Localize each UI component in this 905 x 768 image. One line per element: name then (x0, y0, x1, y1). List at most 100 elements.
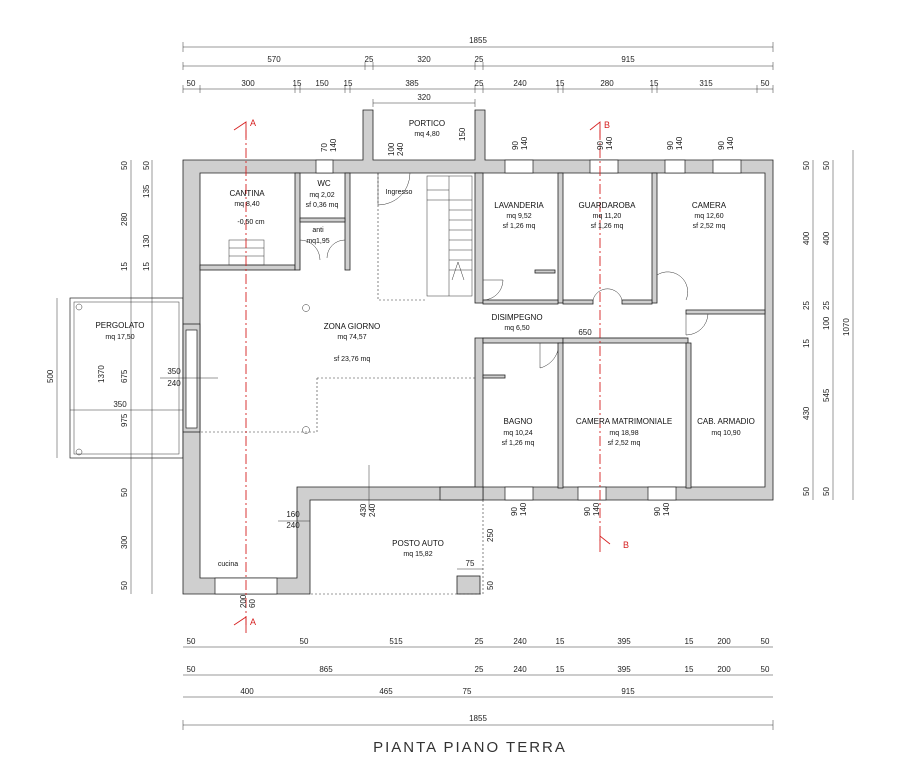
dim-bot1-0: 50 (187, 637, 196, 646)
cucina-name: cucina (218, 561, 238, 568)
dim-zona-side-b: 240 (167, 379, 181, 388)
anti-name: anti (312, 227, 324, 234)
dim-left1-3: 1370 (97, 365, 106, 383)
dim-right1-1: 400 (802, 231, 811, 245)
portico-mq: mq 4,80 (414, 131, 439, 138)
dim-bot2-5: 395 (617, 665, 631, 674)
dim-guard-win-a: 90 (596, 141, 605, 150)
section-lines: A A B B (233, 118, 629, 633)
cantina-mq: mq 8,40 (234, 201, 259, 208)
dim-bot1-8: 200 (717, 637, 731, 646)
dim-left1-2: 15 (120, 262, 129, 271)
dim-top-r2-0: 570 (267, 55, 281, 64)
portico-name: PORTICO (409, 119, 445, 128)
dim-right2-1: 400 (822, 231, 831, 245)
dim-top-r3-9: 280 (600, 79, 614, 88)
dim-matr-win1-b: 140 (592, 502, 601, 516)
dim-cam2-win-b: 140 (726, 136, 735, 150)
bagno-mq: mq 10,24 (503, 430, 532, 437)
column-marker-1 (302, 304, 310, 312)
dim-bot2-1: 865 (319, 665, 333, 674)
dim-left2-4: 675 (120, 369, 129, 383)
dim-top-r3-4: 15 (344, 79, 353, 88)
dim-bot1-3: 25 (475, 637, 484, 646)
dim-right1-5: 50 (802, 487, 811, 496)
dim-matr-win2-a: 90 (653, 507, 662, 516)
matrimoniale-sf: sf 2,52 mq (608, 440, 641, 447)
guardaroba-name: GUARDAROBA (579, 201, 637, 210)
walls (182, 109, 774, 595)
dim-right1-4: 430 (802, 406, 811, 420)
section-b-bottom: B (623, 540, 629, 550)
stairs (228, 175, 473, 297)
dim-left1-0: 50 (120, 161, 129, 170)
section-a-top: A (250, 118, 256, 128)
opening-dimensions-horizontal: 350 240 160 240 650 75 (160, 328, 686, 570)
lavanderia-name: LAVANDERIA (494, 201, 544, 210)
dim-left1-5: 50 (120, 488, 129, 497)
matrimoniale-mq: mq 18,98 (609, 430, 638, 437)
cantina-name: CANTINA (229, 189, 265, 198)
dim-left2-2: 130 (142, 234, 151, 248)
dim-bot2-4: 15 (556, 665, 565, 674)
dim-guard-win-b: 140 (605, 136, 614, 150)
dim-right1-0: 50 (802, 161, 811, 170)
camera-sf: sf 2,52 mq (693, 223, 726, 230)
lavanderia-mq: mq 9,52 (506, 213, 531, 220)
zona-giorno-mq: mq 74,57 (337, 334, 366, 341)
dim-cucina-win-b: 60 (248, 599, 257, 608)
dim-zona-bottom-b: 240 (286, 521, 300, 530)
dim-left2-3: 15 (142, 262, 151, 271)
bagno-name: BAGNO (504, 417, 533, 426)
dim-posto-small2: 50 (486, 581, 495, 590)
dim-bot2-0: 50 (187, 665, 196, 674)
dim-bot1-7: 15 (685, 637, 694, 646)
camera-name: CAMERA (692, 201, 727, 210)
dim-bot2-7: 200 (717, 665, 731, 674)
dim-disimp-len: 650 (578, 328, 592, 337)
dim-top-r3-8: 15 (556, 79, 565, 88)
dim-matr-win1-a: 90 (583, 507, 592, 516)
top-dimensions: 1855 570 25 320 25 915 50 300 15 150 15 … (182, 36, 774, 107)
dim-bot3-2: 75 (463, 687, 472, 696)
dim-left1-7: 50 (120, 581, 129, 590)
dim-posto-small: 75 (466, 559, 475, 568)
dim-top-r3-7: 240 (513, 79, 527, 88)
dim-left1-6: 300 (120, 535, 129, 549)
bottom-dimensions: 50 50 515 25 240 15 395 15 200 50 50 865… (182, 637, 774, 730)
dim-bot2-6: 15 (685, 665, 694, 674)
dim-posto-depth: 250 (486, 528, 495, 542)
dim-cantina-win-b: 140 (329, 138, 338, 152)
windows (185, 159, 742, 595)
dim-bot1-9: 50 (761, 637, 770, 646)
left-dimensions: 50 280 15 1370 975 50 300 50 50 135 130 … (46, 160, 153, 594)
anti-mq: mq1,95 (306, 238, 329, 245)
dim-top-r3-6: 25 (475, 79, 484, 88)
dim-top-r3-12: 50 (761, 79, 770, 88)
dim-portico-width: 320 (417, 93, 431, 102)
wc-mq: mq 2,02 (309, 192, 334, 199)
dim-lav-win-b: 140 (520, 136, 529, 150)
dim-top-r2-4: 915 (621, 55, 635, 64)
dim-bot3-1: 465 (379, 687, 393, 696)
dim-bot1-6: 395 (617, 637, 631, 646)
dim-top-r3-3: 150 (315, 79, 329, 88)
lavanderia-sf: sf 1,26 mq (503, 223, 536, 230)
dim-right-total: 1070 (842, 318, 851, 336)
dim-right2-5: 50 (822, 487, 831, 496)
dim-top-r3-1: 300 (241, 79, 255, 88)
dim-top-r3-0: 50 (187, 79, 196, 88)
dim-right2-0: 50 (822, 161, 831, 170)
right-dimensions: 50 400 25 15 430 50 50 400 25 100 545 50… (802, 150, 854, 500)
dim-right2-2: 25 (822, 301, 831, 310)
dim-portico-depth: 150 (458, 127, 467, 141)
section-b-top: B (604, 120, 610, 130)
dashed-lines (200, 173, 484, 595)
guardaroba-sf: sf 1,26 mq (591, 223, 624, 230)
dim-bot2-3: 240 (513, 665, 527, 674)
pergolato-name: PERGOLATO (95, 321, 144, 330)
dim-cantina-win-a: 70 (320, 143, 329, 152)
dim-cam1-win-a: 90 (666, 141, 675, 150)
camera-mq: mq 12,60 (694, 213, 723, 220)
